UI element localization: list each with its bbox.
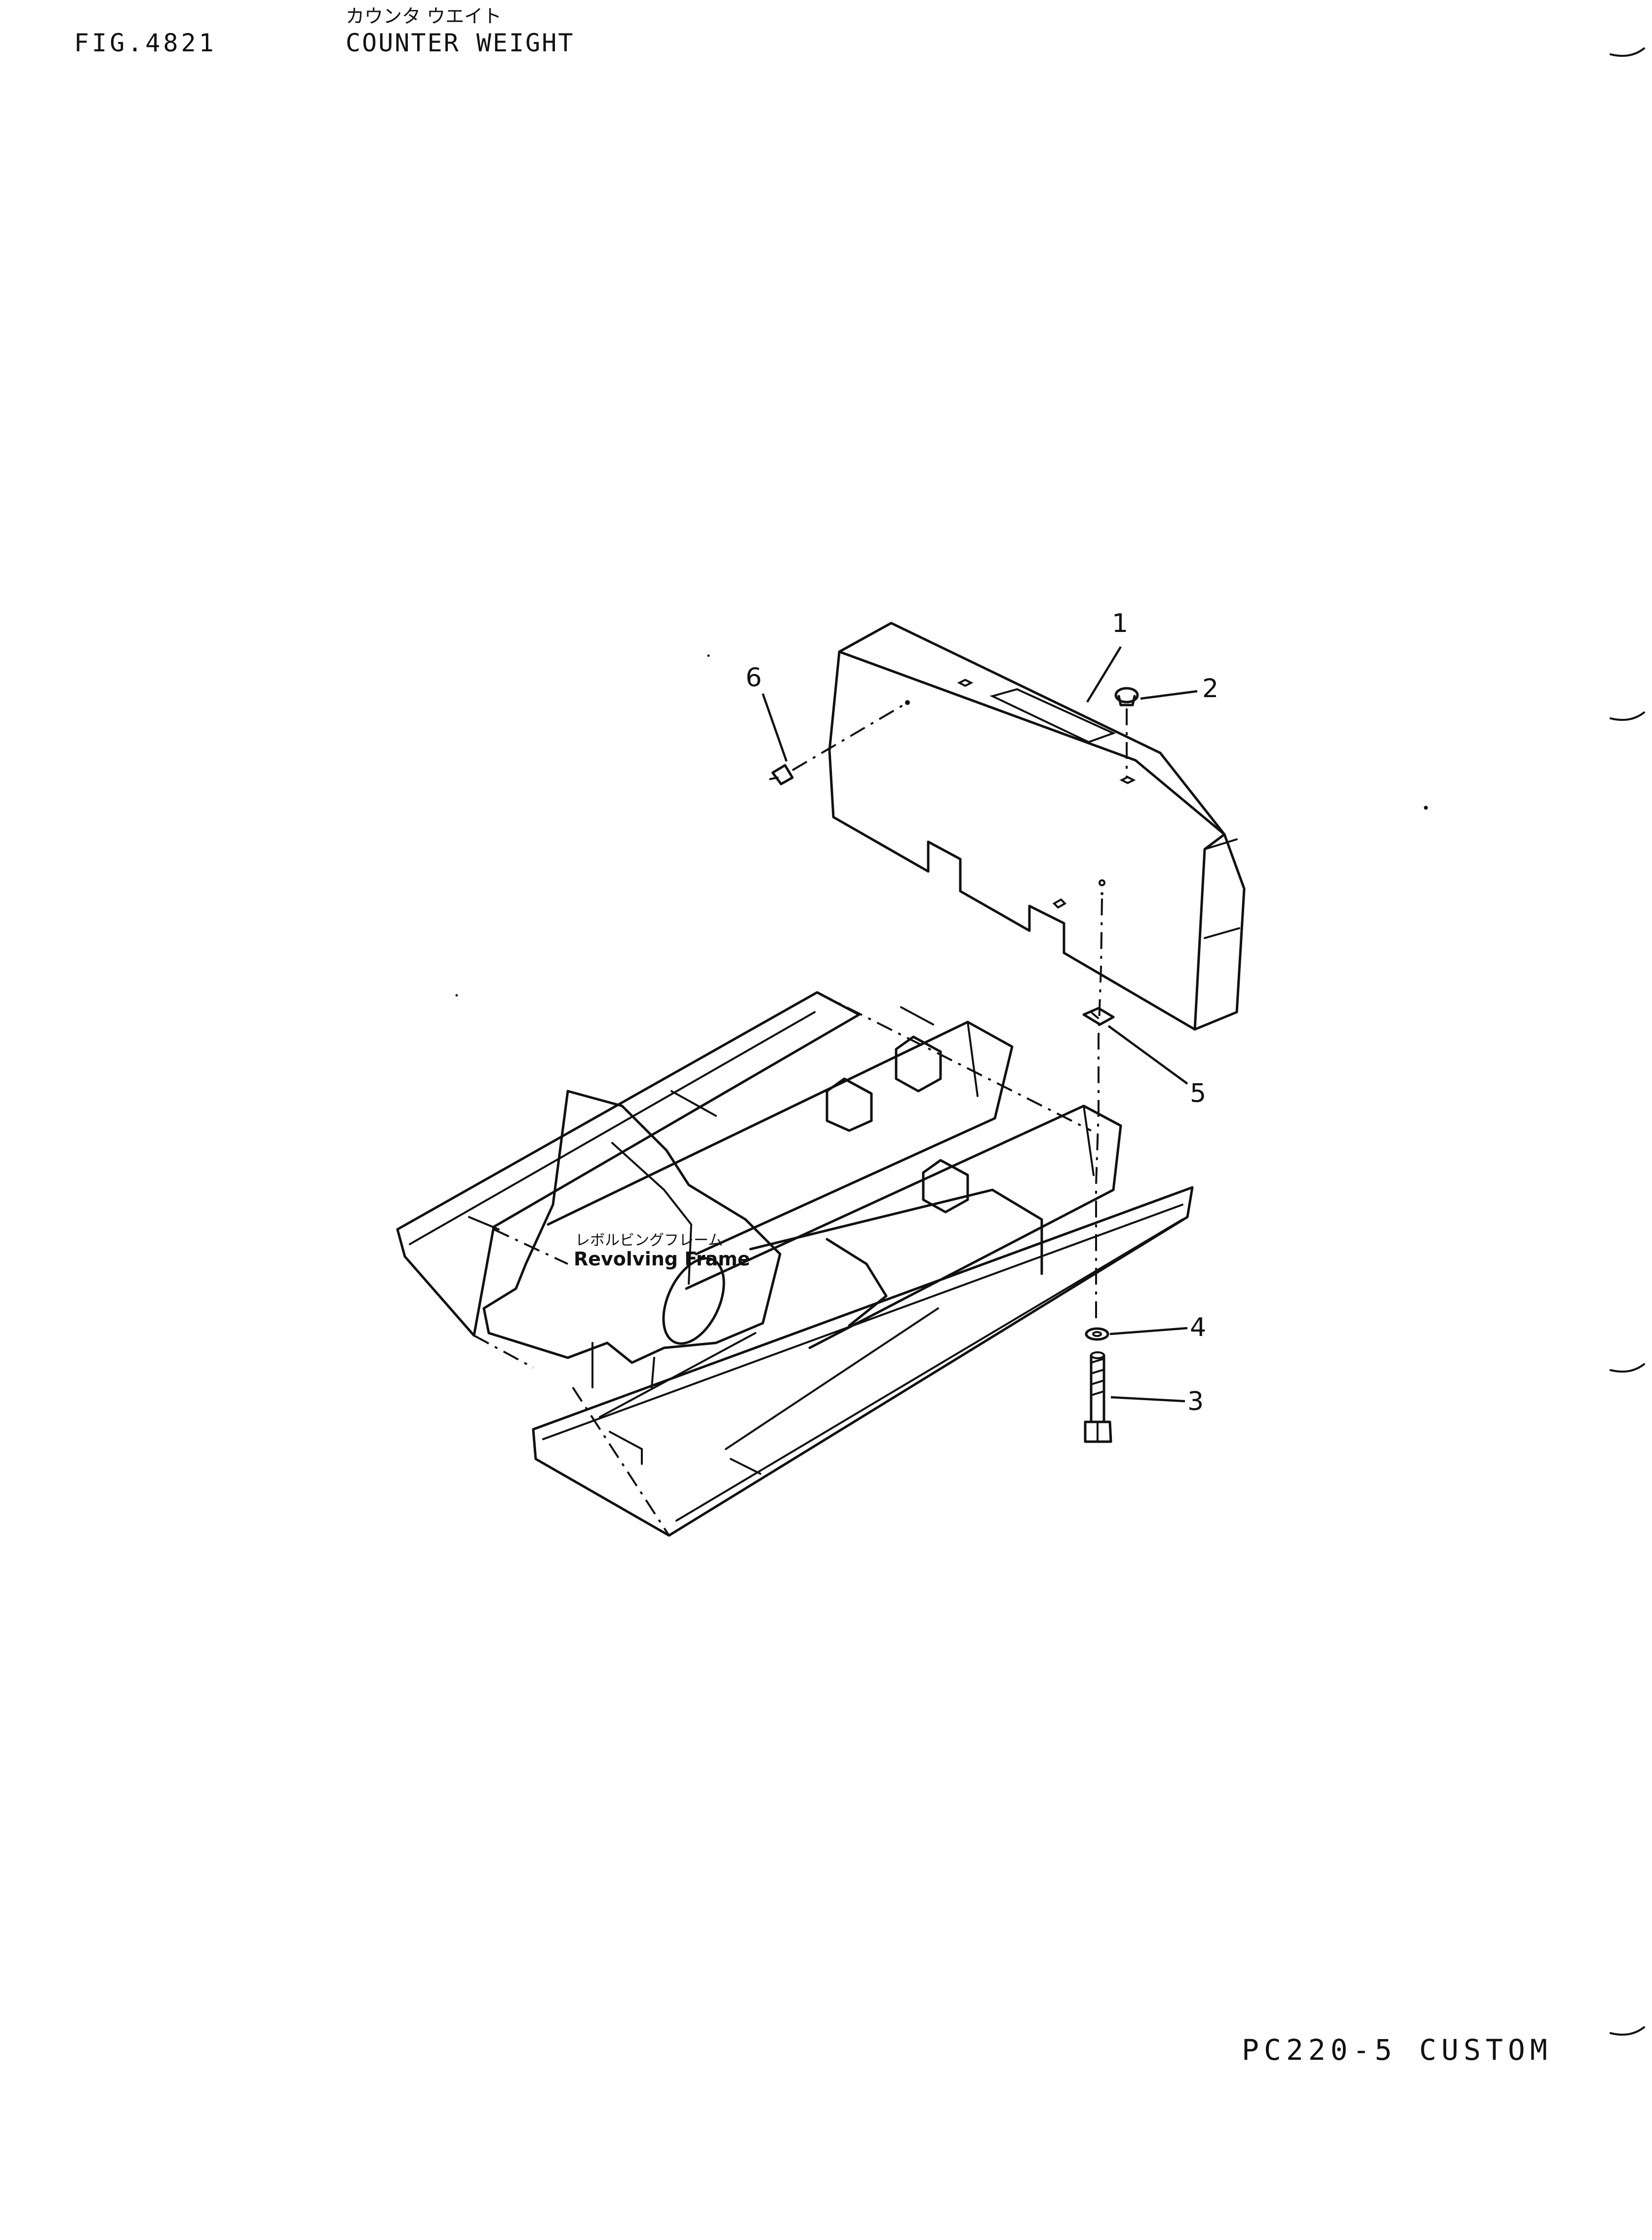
callout-2: 2: [1202, 674, 1219, 704]
plate-part-5: [1082, 1007, 1115, 1026]
callouts: 1 2 3 4 5 6: [746, 609, 1219, 1416]
callout-6: 6: [746, 663, 762, 693]
bolt-part-3: [1084, 1351, 1112, 1443]
frame-label-english: Revolving Frame: [574, 1248, 750, 1270]
revolving-frame: [396, 991, 1194, 1537]
callout-4: 4: [1190, 1313, 1206, 1342]
scan-margin-marks: [455, 47, 1645, 2036]
callout-1: 1: [1112, 609, 1128, 638]
callout-5: 5: [1190, 1079, 1206, 1108]
bolt-part-6: [769, 702, 908, 786]
title-japanese: カウンタ ウエイト: [346, 5, 502, 27]
washer-part-4: [1085, 1327, 1109, 1341]
counter-weight: [828, 622, 1246, 1031]
figure-number: FIG.4821: [74, 29, 217, 57]
frame-label-japanese: レボルビングフレーム: [575, 1232, 723, 1249]
title-english: COUNTER WEIGHT: [346, 29, 575, 57]
callout-3: 3: [1187, 1387, 1204, 1416]
model-label: PC220-5 CUSTOM: [1242, 2033, 1552, 2067]
cap-part-2: [1114, 687, 1139, 778]
bolt-centerline: [1095, 898, 1103, 1323]
